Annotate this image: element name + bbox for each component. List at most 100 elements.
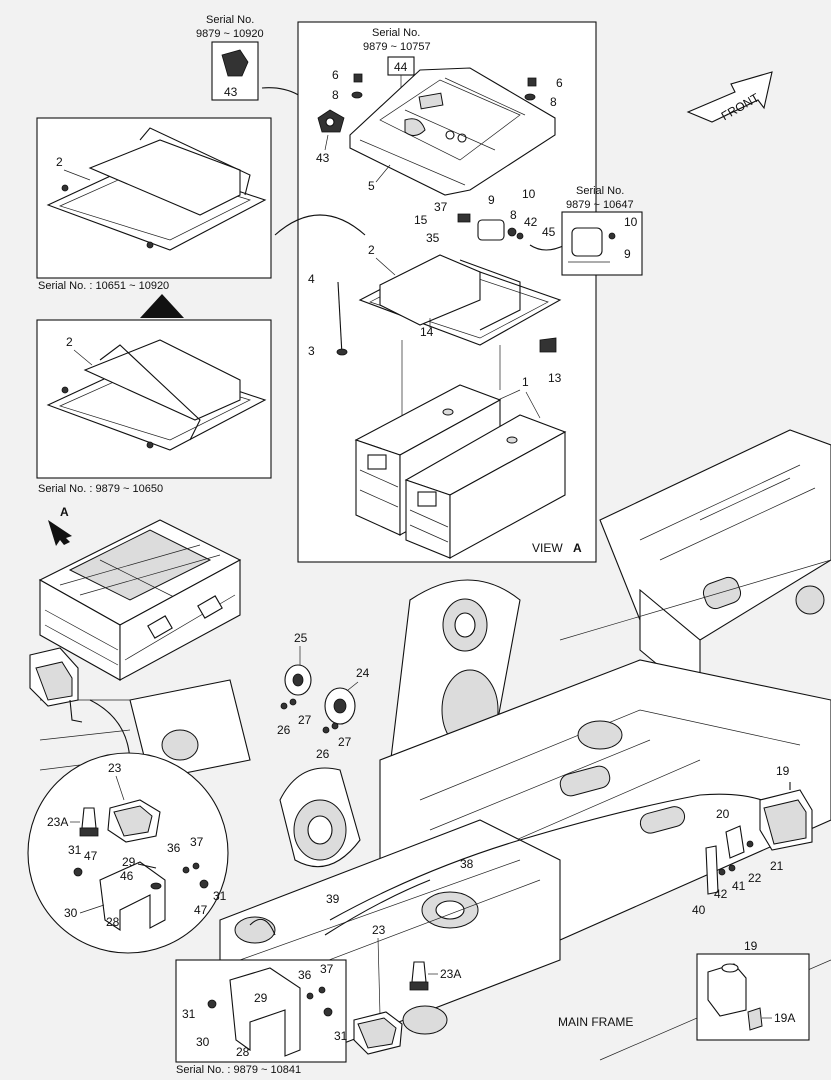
part-14-label: 14 — [420, 325, 434, 339]
lamp-detail-circle — [27, 752, 229, 954]
washer-tank-19 — [759, 782, 813, 851]
bracket-20 — [725, 825, 745, 859]
view-a-serial-44: Serial No. 9879 ~ 10757 44 — [363, 27, 431, 95]
part-4-label: 4 — [308, 272, 315, 286]
serial-box-43: Serial No. 9879 ~ 10920 43 — [196, 14, 319, 116]
part-19A-label: 19A — [774, 1011, 795, 1025]
work-lamp-bottom — [353, 1011, 403, 1055]
part-13-label: 13 — [548, 371, 562, 385]
holder-drawing-mid — [46, 339, 267, 451]
part-41-label: 41 — [732, 879, 746, 893]
part-31d-label: 31 — [334, 1029, 348, 1043]
part-8a-label: 8 — [332, 88, 339, 102]
part-28b-label: 28 — [236, 1045, 250, 1059]
part-46-label: 46 — [120, 869, 134, 883]
part-26b-label: 26 — [316, 747, 330, 761]
work-lamp-23 — [107, 799, 161, 843]
holder-drawing-top — [46, 127, 267, 251]
part-42b-label: 42 — [714, 887, 728, 901]
part-23Ab-label: 23A — [440, 967, 461, 981]
bulb-23A-bottom — [409, 961, 429, 991]
lamp-mount-small — [29, 647, 83, 723]
serial-44-range: 9879 ~ 10757 — [363, 41, 431, 53]
part-45-label: 45 — [542, 225, 556, 239]
washer-tank-detail — [707, 963, 763, 1031]
part-15-label: 15 — [414, 213, 428, 227]
battery-cover — [349, 67, 556, 196]
batteries-view-a — [354, 384, 567, 559]
front-direction-arrow: FRONT — [686, 71, 773, 123]
battery-relay — [457, 213, 524, 241]
part-31c-label: 31 — [182, 1007, 196, 1021]
part-37c-label: 37 — [320, 962, 334, 976]
part-27a-label: 27 — [298, 713, 312, 727]
bracket-28-large — [229, 967, 301, 1057]
part-28a-label: 28 — [106, 915, 120, 929]
part-23Aa-label: 23A — [47, 815, 68, 829]
battery-assembly — [38, 519, 242, 681]
part-44-label: 44 — [394, 60, 408, 74]
horn-25 — [284, 664, 312, 696]
part-38-label: 38 — [460, 857, 474, 871]
part-37a-label: 37 — [434, 200, 448, 214]
part-22-label: 22 — [748, 871, 762, 885]
part-9b-label: 9 — [624, 247, 631, 261]
part-42a-label: 42 — [524, 215, 538, 229]
main-frame-label: MAIN FRAME — [558, 1015, 633, 1029]
part-19a-label: 19 — [776, 764, 790, 778]
bulb-23a — [79, 807, 99, 837]
part-31a-label: 31 — [68, 843, 82, 857]
part-47b-label: 47 — [194, 903, 208, 917]
part-26a-label: 26 — [277, 723, 291, 737]
part-29a-label: 29 — [122, 855, 136, 869]
part-31b-label: 31 — [213, 889, 227, 903]
part-47a-label: 47 — [84, 849, 98, 863]
connector-43 — [317, 109, 345, 133]
part-23a-label: 23 — [108, 761, 122, 775]
part-36b-label: 36 — [298, 968, 312, 982]
part-43b-label: 43 — [316, 151, 330, 165]
part-19b-label: 19 — [744, 939, 758, 953]
part-35-label: 35 — [426, 231, 440, 245]
part-1-label: 1 — [522, 375, 529, 389]
part-10b-label: 10 — [624, 215, 638, 229]
part-30b-label: 30 — [196, 1035, 210, 1049]
part-2b-label: 2 — [56, 155, 63, 169]
frame-mid-serial: Serial No. : 9879 ~ 10650 — [38, 483, 163, 495]
part-40-label: 40 — [692, 903, 706, 917]
serial-43-title: Serial No. — [206, 14, 254, 26]
arrow-a — [48, 520, 72, 546]
part-30a-label: 30 — [64, 906, 78, 920]
view-a-label: VIEW — [532, 541, 563, 555]
view-a-letter: A — [573, 541, 582, 555]
bracket-40 — [705, 845, 719, 895]
part-6a-label: 6 — [332, 68, 339, 82]
part-21-label: 21 — [770, 859, 784, 873]
part-23b-label: 23 — [372, 923, 386, 937]
part-20-label: 20 — [716, 807, 730, 821]
battery-holder-view-a — [358, 254, 562, 346]
part-2c-label: 2 — [66, 335, 73, 349]
part-5-label: 5 — [368, 179, 375, 193]
serial-44-title: Serial No. — [372, 27, 420, 39]
serial-box-9: Serial No. 9879 ~ 10647 10 9 — [561, 185, 643, 276]
part-43-label: 43 — [224, 85, 238, 99]
serial-9-range: 9879 ~ 10647 — [566, 199, 634, 211]
part-36a-label: 36 — [167, 841, 181, 855]
serial-9-title: Serial No. — [576, 185, 624, 197]
part-10a-label: 10 — [522, 187, 536, 201]
part-9a-label: 9 — [488, 193, 495, 207]
part-3-label: 3 — [308, 344, 315, 358]
part-2a-label: 2 — [368, 243, 375, 257]
horn-24 — [324, 687, 356, 725]
part-27b-label: 27 — [338, 735, 352, 749]
part-24-label: 24 — [356, 666, 370, 680]
arrow-a-label: A — [60, 505, 69, 519]
part-29b-label: 29 — [254, 991, 268, 1005]
part-8c-label: 8 — [510, 208, 517, 222]
triangle-marker — [140, 294, 184, 318]
frame-top-serial: Serial No. : 10651 ~ 10920 — [38, 280, 169, 292]
part-37b-label: 37 — [190, 835, 204, 849]
part-25-label: 25 — [294, 631, 308, 645]
